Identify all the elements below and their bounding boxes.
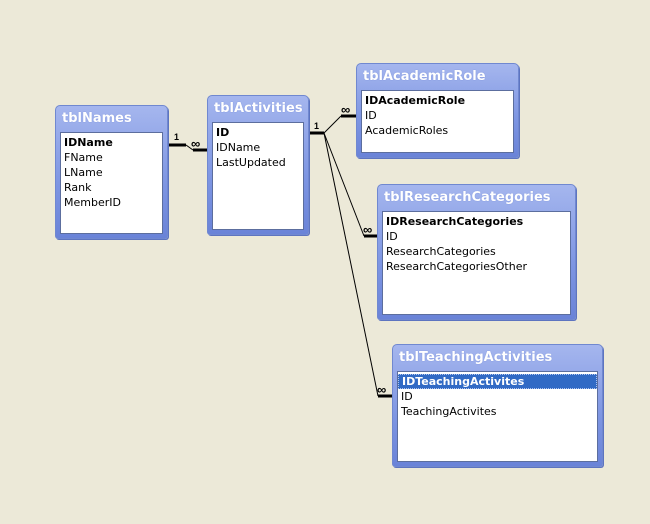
table-tblacademicrole[interactable]: tblAcademicRole IDAcademicRole ID Academ… — [356, 63, 519, 158]
field-item[interactable]: FName — [64, 151, 103, 164]
field-item[interactable]: ID — [401, 390, 413, 403]
table-title[interactable]: tblActivities — [214, 101, 303, 116]
many-label-researchcategories: ∞ — [363, 222, 372, 237]
relationship-activities-academicrole[interactable]: 1 ∞ — [308, 102, 357, 135]
field-list[interactable]: IDAcademicRole ID AcademicRoles — [361, 90, 514, 153]
one-label-names: 1 — [174, 132, 179, 142]
field-list[interactable]: IDName FName LName Rank MemberID — [60, 132, 163, 234]
field-item[interactable]: IDName — [216, 141, 261, 154]
field-item[interactable]: ResearchCategoriesOther — [386, 260, 527, 273]
field-primary-key[interactable]: IDName — [64, 136, 113, 149]
field-item[interactable]: TeachingActivites — [401, 405, 497, 418]
table-title[interactable]: tblAcademicRole — [363, 69, 486, 84]
many-label-activities: ∞ — [191, 136, 200, 151]
field-item[interactable]: MemberID — [64, 196, 121, 209]
table-tblnames[interactable]: tblNames IDName FName LName Rank MemberI… — [55, 105, 168, 239]
relationship-activities-researchcategories[interactable]: ∞ — [323, 132, 378, 238]
many-label-academicrole: ∞ — [341, 102, 350, 117]
field-list[interactable]: ID IDName LastUpdated — [212, 122, 304, 230]
field-primary-key[interactable]: IDAcademicRole — [365, 94, 466, 107]
table-title[interactable]: tblTeachingActivities — [399, 350, 553, 365]
field-item[interactable]: AcademicRoles — [365, 124, 449, 137]
field-item[interactable]: ResearchCategories — [386, 245, 496, 258]
field-list[interactable]: IDResearchCategories ID ResearchCategori… — [382, 211, 571, 315]
table-title[interactable]: tblNames — [62, 111, 132, 126]
field-item[interactable]: Rank — [64, 181, 92, 194]
relationship-names-activities[interactable]: 1 ∞ — [167, 132, 208, 152]
field-item[interactable]: LName — [64, 166, 103, 179]
field-primary-key-selected[interactable]: IDTeachingActivites — [398, 374, 597, 389]
table-tblactivities[interactable]: tblActivities ID IDName LastUpdated — [207, 95, 309, 235]
one-label-activities-1: 1 — [314, 121, 319, 131]
field-list[interactable]: IDTeachingActivites ID TeachingActivites — [397, 371, 598, 462]
field-item[interactable]: LastUpdated — [216, 156, 286, 169]
relationship-activities-teachingactivities[interactable]: ∞ — [323, 132, 393, 398]
table-tblresearchcategories[interactable]: tblResearchCategories IDResearchCategori… — [377, 184, 576, 320]
table-tblteachingactivities[interactable]: tblTeachingActivities IDTeachingActivite… — [392, 344, 603, 467]
field-primary-key[interactable]: ID — [216, 126, 230, 139]
field-item[interactable]: ID — [386, 230, 398, 243]
field-primary-key[interactable]: IDResearchCategories — [386, 215, 524, 228]
table-title[interactable]: tblResearchCategories — [384, 190, 551, 205]
field-item[interactable]: ID — [365, 109, 377, 122]
many-label-teachingactivities: ∞ — [377, 382, 386, 397]
